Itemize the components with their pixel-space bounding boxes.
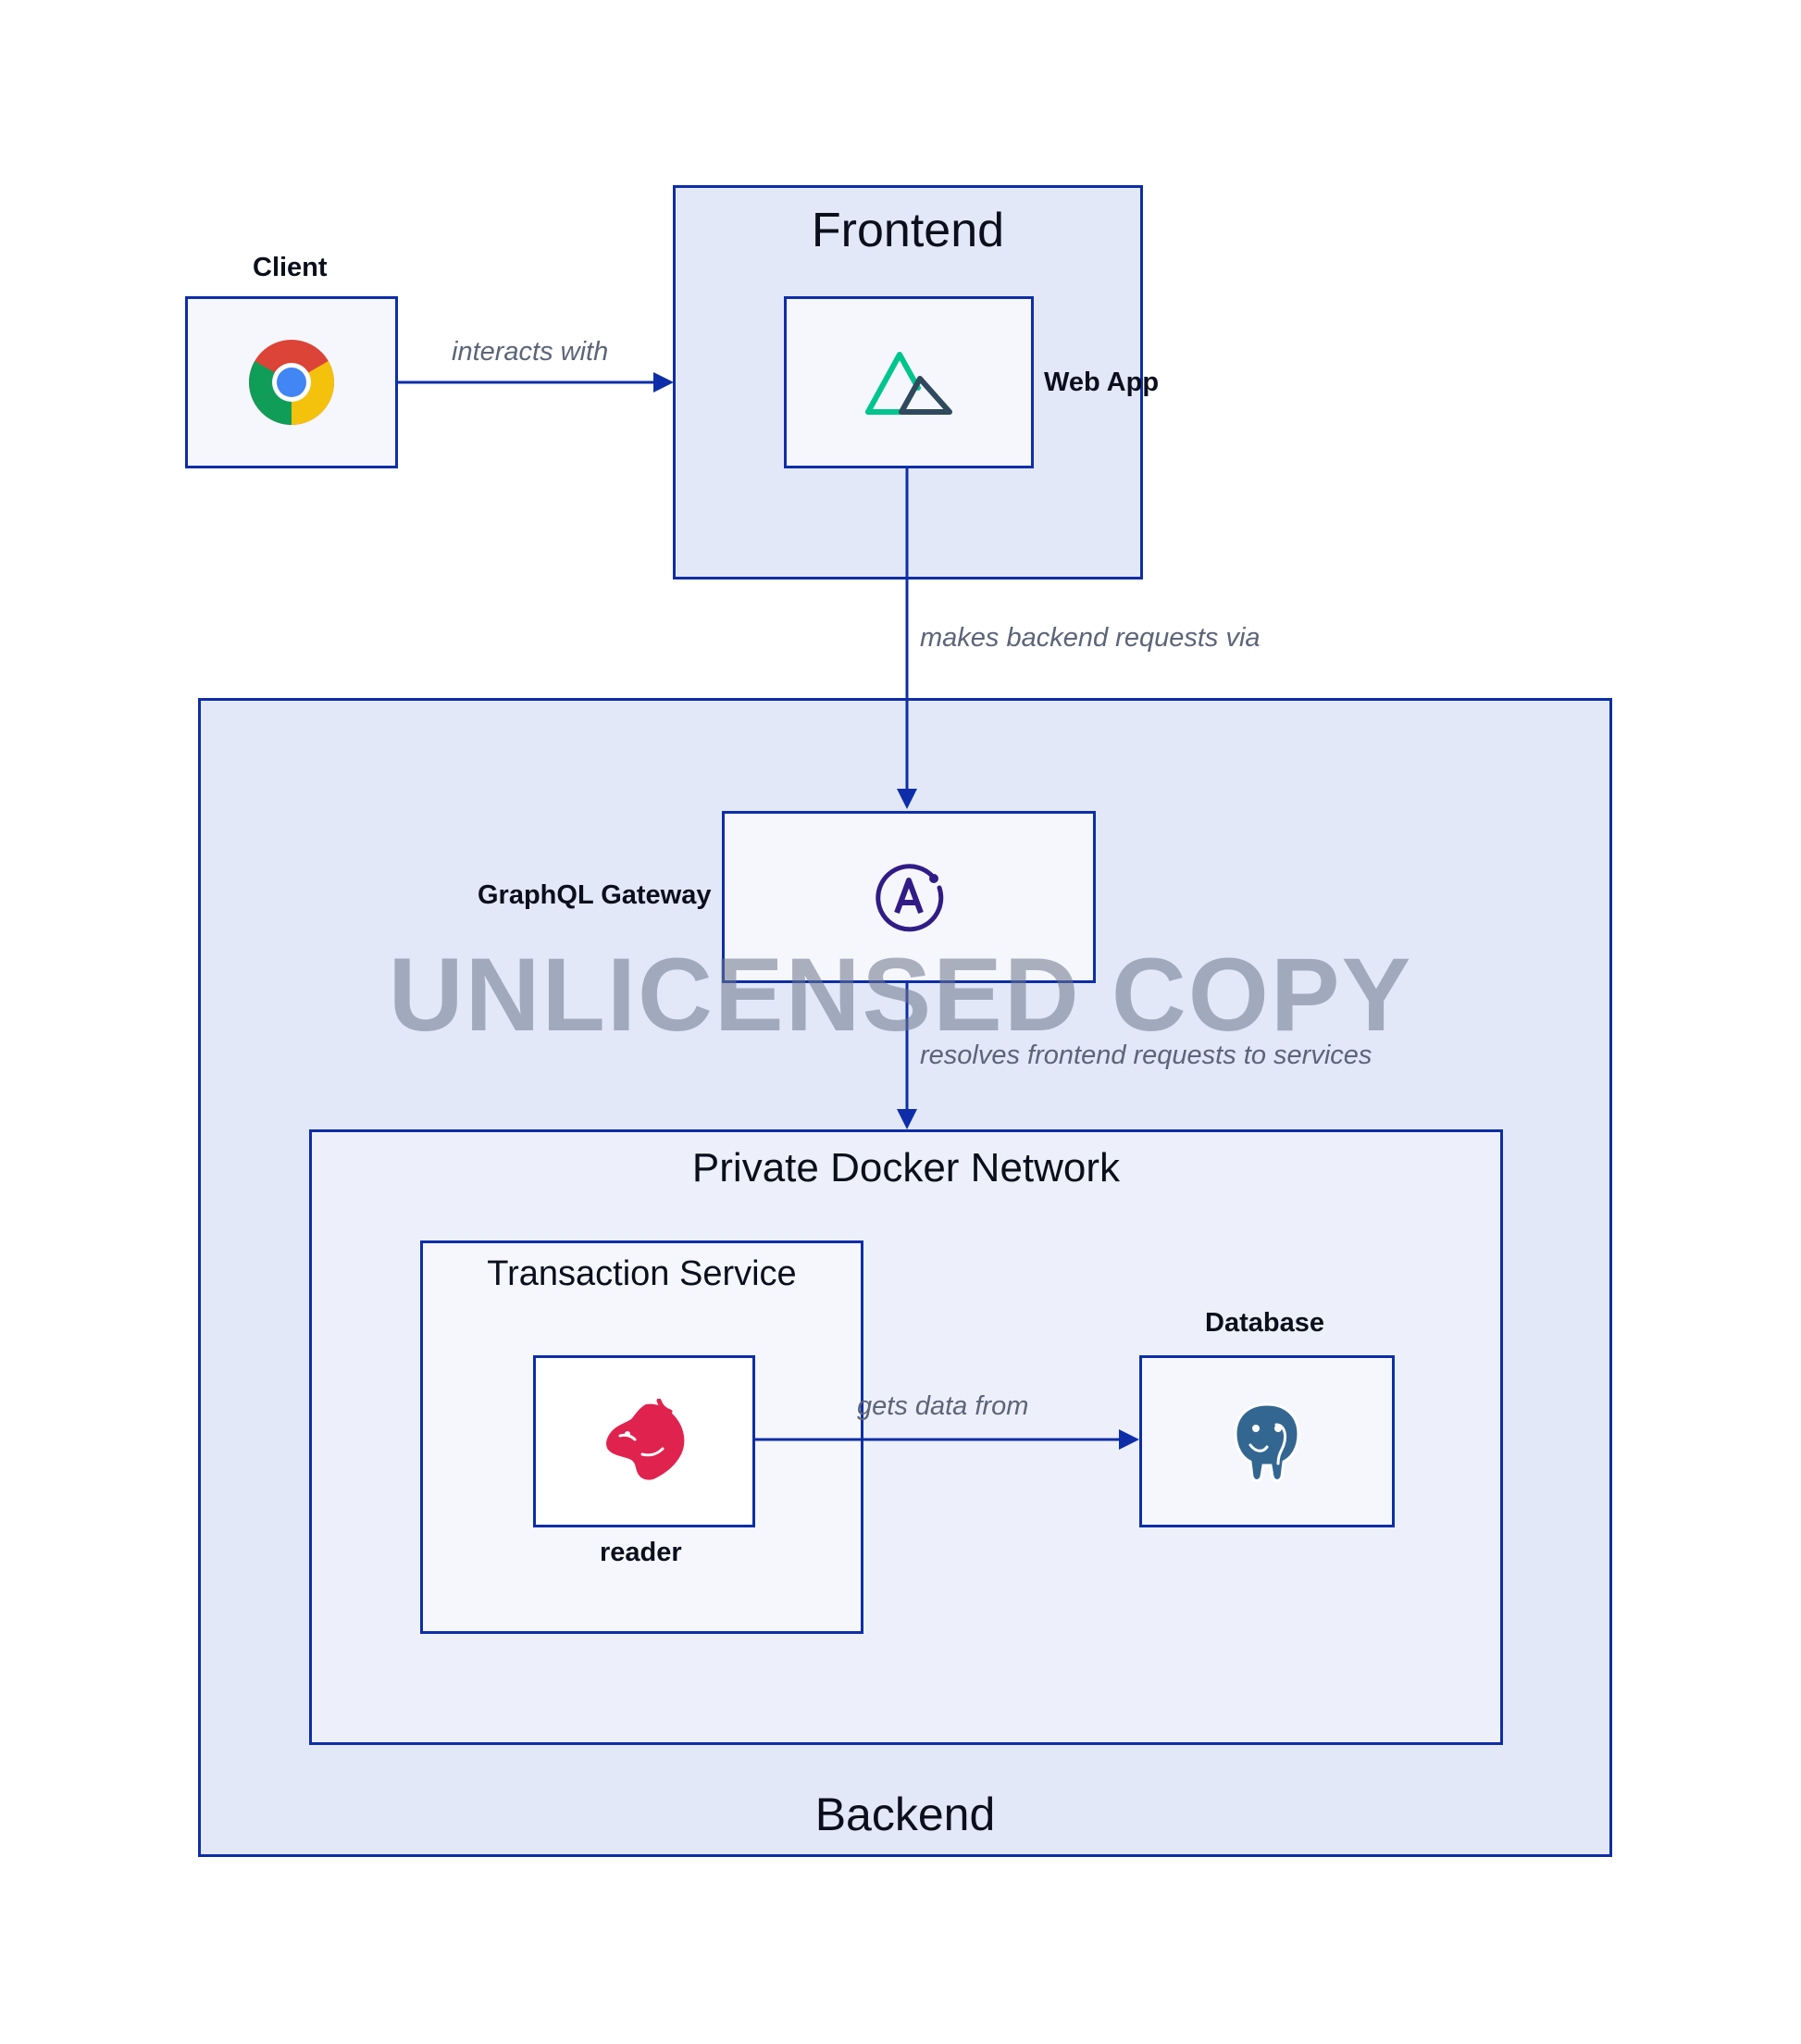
postgresql-icon — [1234, 1402, 1300, 1482]
edge-gateway-to-docker — [897, 983, 917, 1129]
client-label: Client — [253, 253, 328, 282]
reader-label: reader — [600, 1538, 682, 1567]
nuxt-icon — [865, 352, 952, 415]
edge-reader-to-database — [755, 1429, 1139, 1450]
web-app-node[interactable] — [784, 296, 1034, 468]
frontend-title: Frontend — [811, 204, 1005, 257]
chrome-icon — [249, 340, 334, 425]
database-node[interactable] — [1139, 1355, 1395, 1527]
edge-label-interacts-with: interacts with — [452, 337, 609, 367]
backend-title: Backend — [814, 1788, 996, 1840]
web-app-label: Web App — [1044, 368, 1160, 397]
edge-label-resolves-requests: resolves frontend requests to services — [920, 1041, 1372, 1070]
edge-label-gets-data-from: gets data from — [857, 1391, 1029, 1421]
edge-client-to-frontend — [398, 372, 674, 393]
watermark: UNLICENSED COPY — [388, 937, 1413, 1053]
edge-label-makes-backend-requests: makes backend requests via — [920, 623, 1261, 653]
docker-network-title: Private Docker Network — [691, 1145, 1121, 1190]
apollo-icon — [876, 864, 944, 932]
database-label: Database — [1205, 1308, 1324, 1338]
reader-node[interactable] — [533, 1355, 755, 1527]
graphql-gateway-node[interactable] — [722, 811, 1096, 983]
edge-webapp-to-gateway — [897, 468, 917, 809]
graphql-gateway-label: GraphQL Gateway — [478, 880, 712, 910]
nestjs-icon — [606, 1399, 685, 1480]
transaction-service-title: Transaction Service — [487, 1254, 797, 1293]
client-node[interactable] — [185, 296, 398, 468]
